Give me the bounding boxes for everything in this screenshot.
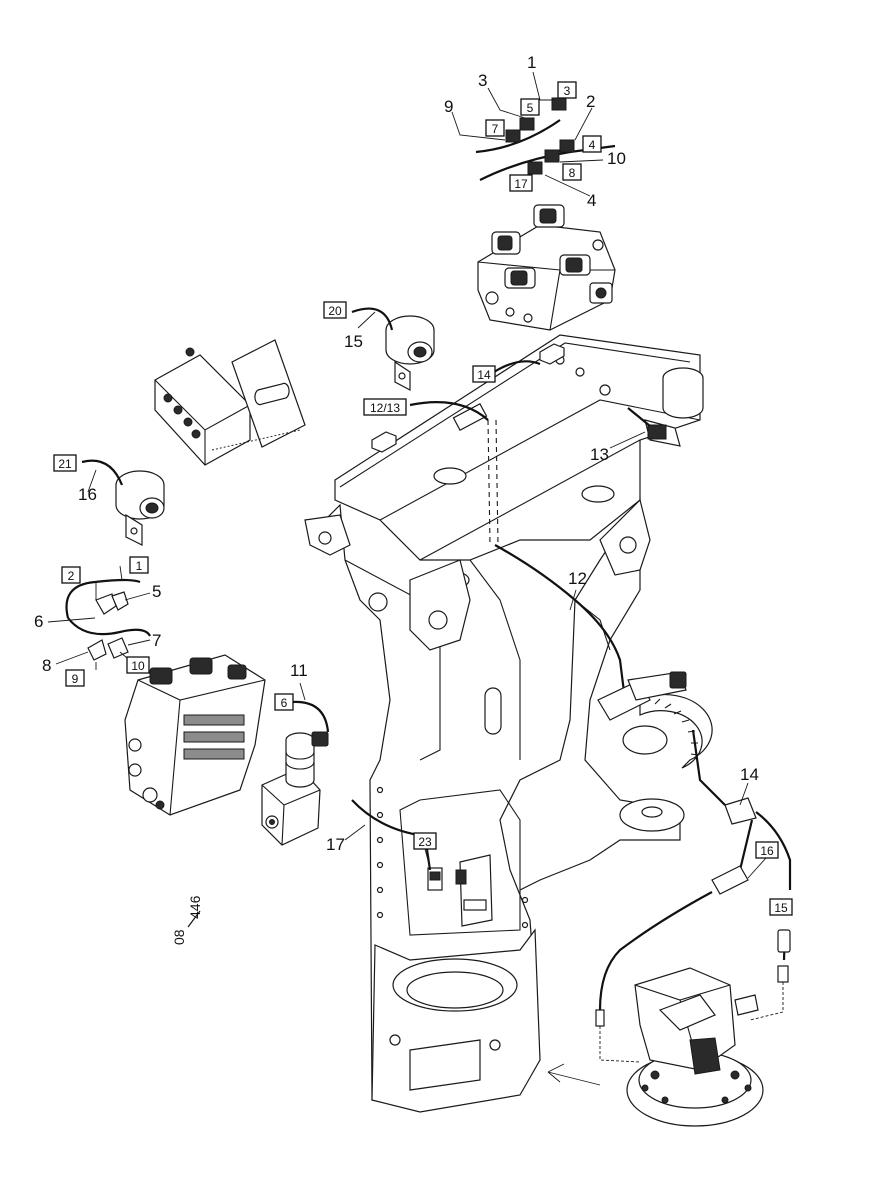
direction-arrow: [547, 1063, 601, 1086]
boxed-label-6: 6: [274, 693, 294, 711]
svg-text:17: 17: [514, 177, 528, 191]
slew-motor: [626, 967, 764, 1127]
svg-text:10: 10: [131, 659, 145, 673]
drawing-reference: 08 446: [171, 895, 203, 945]
boxed-label-10: 10: [126, 656, 150, 674]
boxed-label-16: 16: [755, 841, 779, 859]
callout-11: 11: [290, 661, 308, 680]
switch-23: [427, 854, 493, 927]
boxed-label-20: 20: [323, 301, 347, 319]
junction-box: [154, 339, 306, 466]
boxed-label-1: 1: [129, 556, 149, 574]
cable-14-upper: [493, 360, 541, 373]
svg-text:3: 3: [564, 84, 571, 98]
cable-12: [409, 401, 687, 721]
svg-text:15: 15: [774, 901, 788, 915]
boxed-labels: 3 5 7 4 8 17 20 14: [53, 81, 793, 916]
callout-5: 5: [152, 582, 161, 601]
boxed-label-23: 23: [413, 832, 437, 850]
connector-group-left: [65, 578, 151, 661]
drawing-ref-bottom: 446: [187, 895, 203, 919]
callout-3: 3: [478, 71, 487, 90]
callout-7: 7: [152, 631, 161, 650]
svg-text:9: 9: [72, 672, 79, 686]
callout-8: 8: [42, 656, 51, 675]
callout-12: 12: [568, 569, 587, 588]
boxed-label-4: 4: [582, 135, 602, 153]
slew-motor-cables: [595, 729, 792, 1063]
boxed-label-15: 15: [769, 898, 793, 916]
svg-text:12/13: 12/13: [370, 401, 400, 415]
boxed-label-2: 2: [61, 566, 81, 584]
svg-text:20: 20: [328, 304, 342, 318]
svg-text:16: 16: [760, 844, 774, 858]
svg-text:23: 23: [418, 835, 432, 849]
boxed-label-5: 5: [520, 98, 540, 116]
callout-4: 4: [587, 191, 596, 210]
svg-text:8: 8: [569, 166, 576, 180]
control-valve-block: [124, 654, 266, 816]
svg-text:21: 21: [58, 457, 72, 471]
boxed-label-21: 21: [53, 454, 77, 472]
main-frame: [304, 334, 713, 1113]
svg-text:2: 2: [68, 569, 75, 583]
valve-11: [261, 700, 330, 846]
boxed-label-7: 7: [485, 119, 505, 137]
svg-text:6: 6: [281, 696, 288, 710]
connector-group-top: [475, 97, 616, 181]
boxed-label-3: 3: [557, 81, 577, 99]
sensor-15: [351, 307, 435, 391]
callout-6: 6: [34, 612, 43, 631]
rail-holes: [376, 786, 529, 929]
callout-9: 9: [444, 97, 453, 116]
callout-numbers: 1 3 2 9 10 4 15 13 16 5 6 7 8 12 11 14 1…: [34, 53, 759, 854]
callout-13: 13: [590, 445, 609, 464]
leader-lines: [47, 71, 767, 879]
boxed-label-9: 9: [65, 669, 85, 687]
callout-17: 17: [326, 835, 345, 854]
svg-text:1: 1: [136, 559, 143, 573]
drawing-ref-top: 08: [171, 929, 187, 945]
svg-text:4: 4: [589, 138, 596, 152]
sensor-16: [81, 459, 165, 546]
callout-15: 15: [344, 332, 363, 351]
boxed-label-14: 14: [472, 365, 496, 383]
callout-1: 1: [527, 53, 536, 72]
boxed-label-17: 17: [509, 174, 533, 192]
callout-14: 14: [740, 765, 759, 784]
boxed-label-8: 8: [562, 163, 582, 181]
valve-block-top: [477, 204, 616, 331]
callout-10: 10: [607, 149, 626, 168]
svg-text:5: 5: [527, 101, 534, 115]
svg-text:7: 7: [492, 122, 499, 136]
sensor-13: [627, 407, 681, 447]
callout-16: 16: [78, 485, 97, 504]
boxed-label-12-13: 12/13: [363, 398, 407, 416]
callout-2: 2: [586, 92, 595, 111]
svg-text:14: 14: [477, 368, 491, 382]
